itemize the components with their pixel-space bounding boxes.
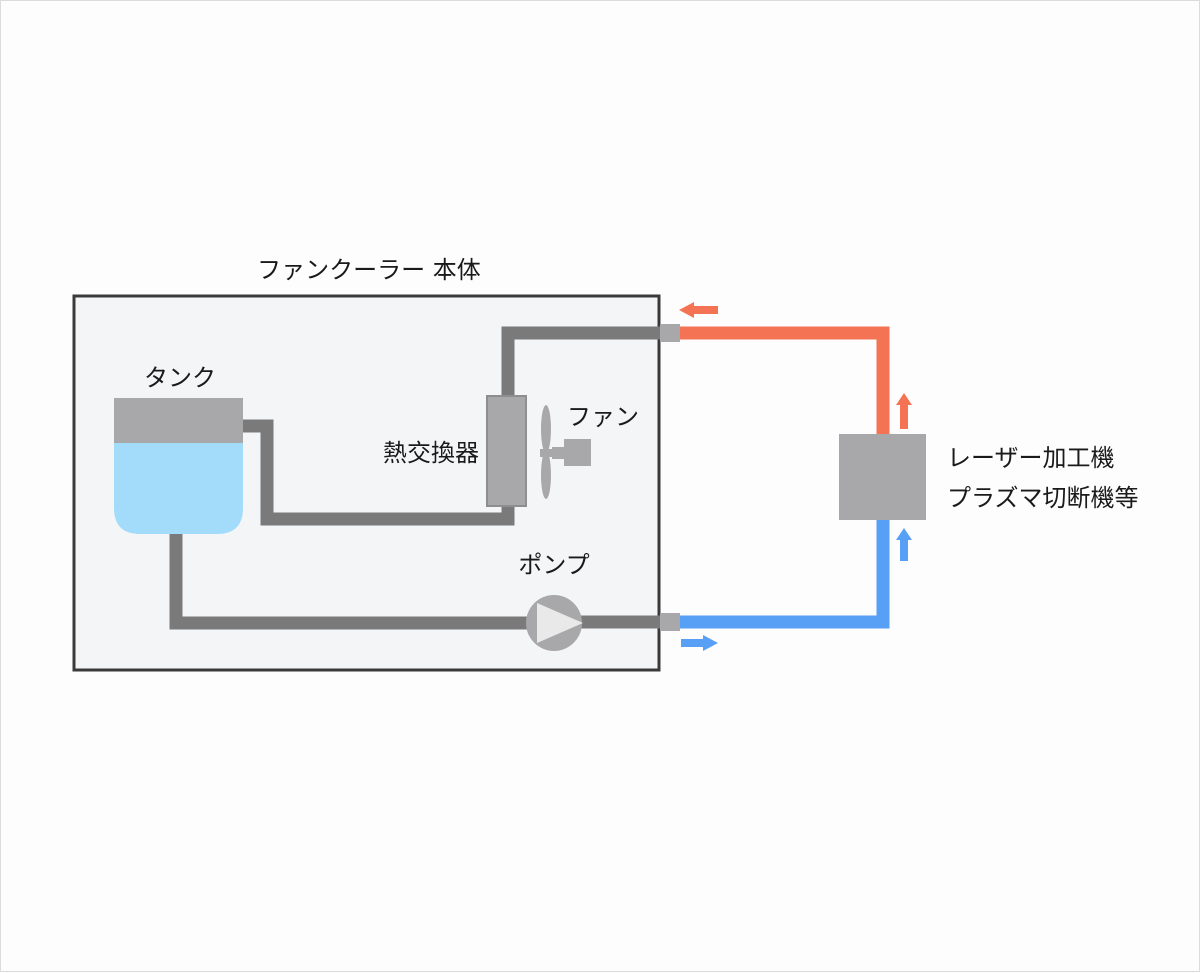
pipe-tank-to-pump xyxy=(169,534,531,630)
heat-exchanger-label: 熱交換器 xyxy=(383,439,479,467)
arrow-up-icon xyxy=(896,528,912,561)
arrow-up-icon xyxy=(896,393,912,429)
tank-water xyxy=(114,443,243,534)
outlet-connector xyxy=(660,324,680,342)
heat-exchanger xyxy=(486,395,527,507)
machine-label-line2: プラズマ切断機等 xyxy=(947,484,1139,512)
pipe-tank-to-exchanger xyxy=(243,419,515,526)
pipe-exchanger-to-outlet xyxy=(501,326,665,401)
tank-label: タンク xyxy=(144,364,216,392)
internal-pipes xyxy=(169,326,665,630)
cold-line xyxy=(680,519,912,651)
machine-label-line1: レーザー加工機 xyxy=(947,444,1115,472)
inlet-connector xyxy=(660,613,680,631)
pump-label: ポンプ xyxy=(518,551,589,579)
fan-label: ファン xyxy=(567,403,639,431)
laser-machine xyxy=(839,434,926,520)
pump-icon xyxy=(526,595,583,651)
arrow-left-icon xyxy=(679,302,718,318)
hot-line xyxy=(679,302,912,436)
unit-title: ファンクーラー 本体 xyxy=(257,256,481,284)
arrow-right-icon xyxy=(681,635,718,651)
fan-icon xyxy=(540,405,591,499)
tank-top xyxy=(114,398,243,443)
tank xyxy=(114,398,243,534)
